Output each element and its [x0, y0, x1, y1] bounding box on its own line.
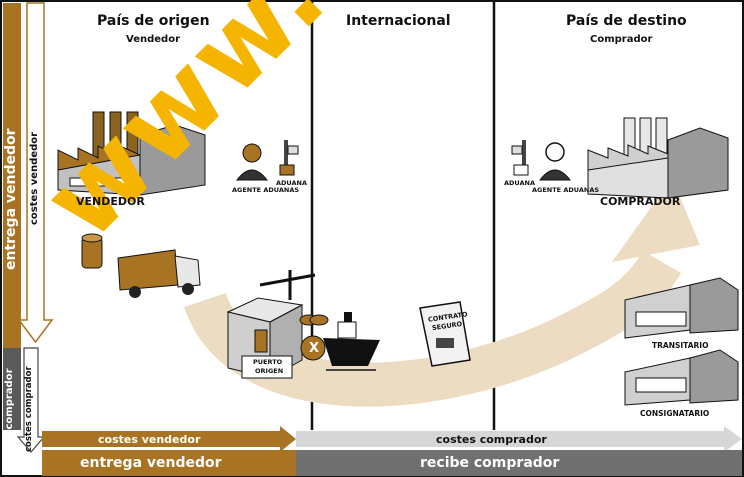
- bar-recibe-comprador: [296, 450, 742, 476]
- puerto-origen-icon: [226, 270, 316, 379]
- comprador-label: COMPRADOR: [600, 195, 681, 208]
- destination-subtitle: Comprador: [590, 34, 653, 45]
- consignatario-warehouse-icon: [624, 349, 739, 406]
- agente-aduanas-destino-label: AGENTE ADUANAS: [532, 186, 600, 194]
- destination-title: País de destino: [566, 13, 687, 29]
- puerto-label-line1: PUERTO: [253, 358, 283, 366]
- arrow-costes-vendedor-vertical: [17, 2, 54, 344]
- comprador-factory-icon: [587, 117, 729, 199]
- side-bar-entrega-vendedor: [3, 3, 21, 348]
- side-recibe-comprador: recibe comprador: [4, 368, 15, 468]
- aduana-destino-label: ADUANA: [504, 179, 536, 187]
- side-costes-comprador: costes comprador: [24, 366, 34, 452]
- vendedor-factory-icon: [57, 111, 206, 196]
- side-entrega-vendedor: entrega vendedor: [3, 128, 19, 270]
- vendedor-label: VENDEDOR: [76, 195, 145, 208]
- transitario-label: TRANSITARIO: [652, 341, 709, 350]
- aduana-origen-label: ADUANA: [276, 179, 308, 187]
- agente-aduanas-origen-icon: [235, 143, 269, 181]
- ship-icon: [323, 312, 380, 371]
- cargo-barrels-icon: [299, 314, 329, 326]
- contrato-seguro-icon: [419, 301, 471, 367]
- puerto-label-line2: ORIGEN: [255, 367, 284, 375]
- truck-icon: [117, 249, 201, 298]
- x-mark: X: [309, 341, 320, 356]
- origin-subtitle: Vendedor: [126, 34, 180, 45]
- arrow-costes-comprador-vertical: [16, 347, 46, 453]
- side-bar-recibe-comprador: [3, 348, 21, 430]
- flow-curve-arrowhead: [612, 178, 700, 262]
- international-title: Internacional: [346, 13, 451, 29]
- transitario-warehouse-icon: [624, 277, 739, 339]
- agente-aduanas-origen-label: AGENTE ADUANAS: [232, 186, 300, 194]
- barrel-icon: [81, 233, 103, 269]
- bottom-recibe-comprador: recibe comprador: [420, 455, 560, 471]
- consignatario-label: CONSIGNATARIO: [640, 409, 710, 418]
- bottom-entrega-vendedor: entrega vendedor: [80, 455, 222, 471]
- side-costes-vendedor: costes vendedor: [29, 131, 40, 225]
- aduana-origen-icon: [279, 140, 299, 176]
- bar-entrega-vendedor: [42, 450, 296, 476]
- aduana-destino-icon: [511, 140, 529, 176]
- agente-aduanas-destino-icon: [538, 142, 572, 181]
- bottom-costes-comprador: costes comprador: [436, 433, 547, 446]
- arrow-costes-comprador-bottom: [296, 426, 742, 452]
- origin-title: País de origen: [97, 13, 210, 29]
- bottom-costes-vendedor: costes vendedor: [98, 433, 201, 446]
- arrow-costes-vendedor-bottom: [42, 426, 296, 452]
- x-circle-icon: [300, 335, 326, 361]
